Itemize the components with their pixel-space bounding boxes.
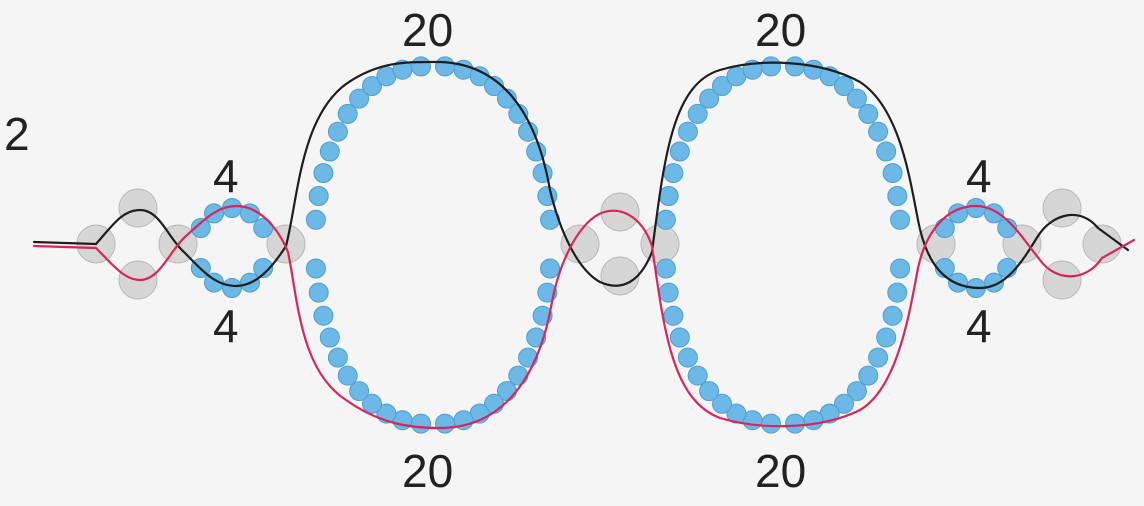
seed-bead	[222, 278, 242, 298]
seed-bead	[518, 121, 539, 142]
seed-bead	[319, 141, 340, 162]
seed-bead	[658, 282, 679, 303]
seed-bead	[834, 393, 854, 414]
loop-one-top-count: 20	[402, 4, 453, 56]
loop-two-bottom-count: 20	[755, 445, 806, 497]
seed-bead	[496, 88, 517, 109]
seed-bead	[655, 209, 676, 230]
seed-bead	[204, 272, 224, 293]
seed-bead	[655, 258, 676, 279]
seed-bead	[253, 218, 274, 238]
large-bead	[118, 188, 158, 228]
strand-count-label: 2	[4, 108, 30, 160]
seed-bead	[761, 413, 781, 434]
seed-bead	[712, 393, 732, 414]
seed-bead	[699, 381, 720, 402]
seed-bead	[532, 163, 553, 184]
right-small-ring-bottom-count: 4	[966, 300, 992, 352]
seed-bead	[834, 76, 854, 96]
seed-bead	[349, 88, 370, 109]
seed-bead	[858, 365, 879, 386]
seed-bead	[785, 56, 805, 77]
seed-bead	[803, 410, 824, 431]
thread-group	[32, 60, 1136, 430]
dark-thread	[32, 60, 1130, 290]
seed-bead	[699, 88, 720, 109]
seed-bead	[362, 393, 382, 414]
seed-bead	[337, 365, 358, 386]
seed-bead	[319, 327, 340, 348]
seed-bead	[540, 258, 561, 279]
seed-bead	[663, 305, 684, 326]
seed-bead	[858, 103, 879, 124]
seed-bead	[761, 56, 781, 77]
seed-bead	[669, 327, 690, 348]
seed-bead	[677, 347, 698, 368]
seed-bead	[308, 186, 329, 206]
red-thread	[32, 204, 1136, 430]
seed-bead	[868, 121, 889, 142]
left-small-ring-top-count: 4	[213, 150, 239, 202]
left-small-ring-bottom-count: 4	[213, 300, 239, 352]
loop-one-bottom-count: 20	[402, 445, 453, 497]
seed-bead	[411, 56, 431, 77]
seed-bead	[362, 76, 382, 96]
seed-bead	[518, 347, 539, 368]
seed-bead	[882, 305, 903, 326]
seed-bead	[846, 381, 867, 402]
seed-bead	[876, 327, 897, 348]
large-bead	[1042, 260, 1082, 300]
seed-bead	[785, 413, 805, 434]
seed-bead	[663, 163, 684, 184]
seed-bead	[687, 365, 708, 386]
seed-bead	[526, 141, 547, 162]
seed-bead	[435, 56, 455, 77]
seed-bead	[890, 209, 911, 230]
seed-bead	[327, 347, 348, 368]
seed-bead	[313, 163, 334, 184]
seed-bead	[411, 413, 431, 434]
seed-bead	[887, 186, 908, 206]
seed-bead	[712, 76, 732, 96]
large-bead	[1042, 188, 1082, 228]
seed-bead	[305, 209, 326, 230]
loop-two-top-count: 20	[755, 4, 806, 56]
large-bead	[640, 224, 680, 264]
seed-bead	[997, 258, 1018, 278]
seed-bead-group	[190, 56, 1018, 434]
seed-bead	[948, 272, 968, 293]
seed-bead	[868, 347, 889, 368]
seed-bead	[934, 218, 955, 238]
seed-bead	[658, 186, 679, 206]
seed-bead	[882, 163, 903, 184]
seed-bead	[997, 218, 1018, 238]
seed-bead	[308, 282, 329, 303]
seed-bead	[887, 282, 908, 303]
seed-bead	[337, 103, 358, 124]
seed-bead	[435, 413, 455, 434]
seed-bead	[846, 88, 867, 109]
right-small-ring-top-count: 4	[966, 150, 992, 202]
seed-bead	[677, 121, 698, 142]
seed-bead	[890, 258, 911, 279]
large-bead	[600, 256, 640, 296]
seed-bead	[508, 365, 529, 386]
seed-bead	[253, 258, 274, 278]
seed-bead	[190, 218, 211, 238]
seed-bead	[687, 103, 708, 124]
seed-bead	[327, 121, 348, 142]
seed-bead	[313, 305, 334, 326]
seed-bead	[669, 141, 690, 162]
seed-bead	[876, 141, 897, 162]
seed-bead	[349, 381, 370, 402]
seed-bead	[305, 258, 326, 279]
